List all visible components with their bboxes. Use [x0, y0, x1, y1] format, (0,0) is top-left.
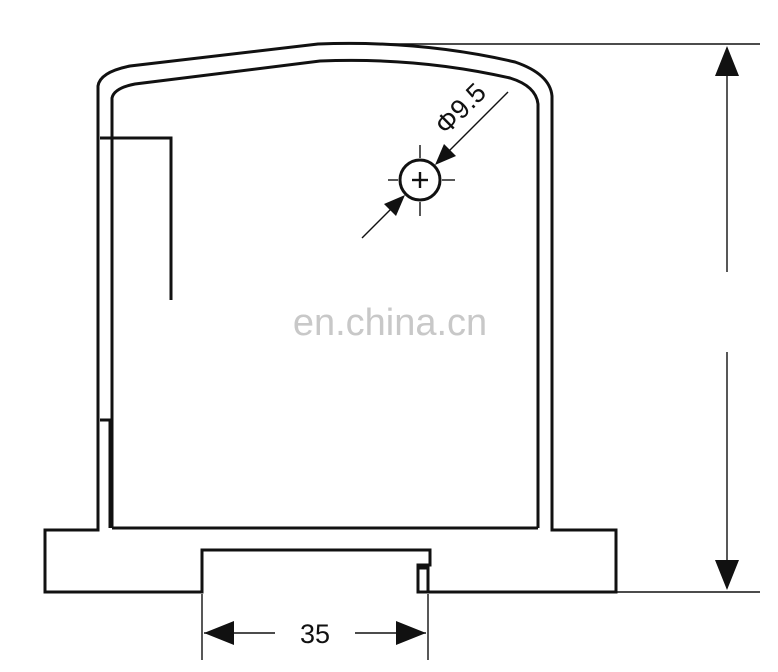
hole-diameter-label: Φ9.5 [429, 77, 492, 140]
housing-inner-outline [110, 58, 540, 528]
base-plate [43, 528, 618, 594]
left-step [100, 418, 112, 528]
width-dimension [201, 594, 429, 660]
width-label: 35 [300, 619, 330, 649]
housing-outer-outline [96, 41, 554, 530]
mounting-hole [388, 145, 455, 216]
height-dimension [370, 43, 760, 593]
watermark: en.china.cn [293, 302, 487, 344]
side-clip [100, 136, 173, 300]
base-notch [418, 566, 430, 592]
hole-dimension-leader [361, 91, 509, 239]
